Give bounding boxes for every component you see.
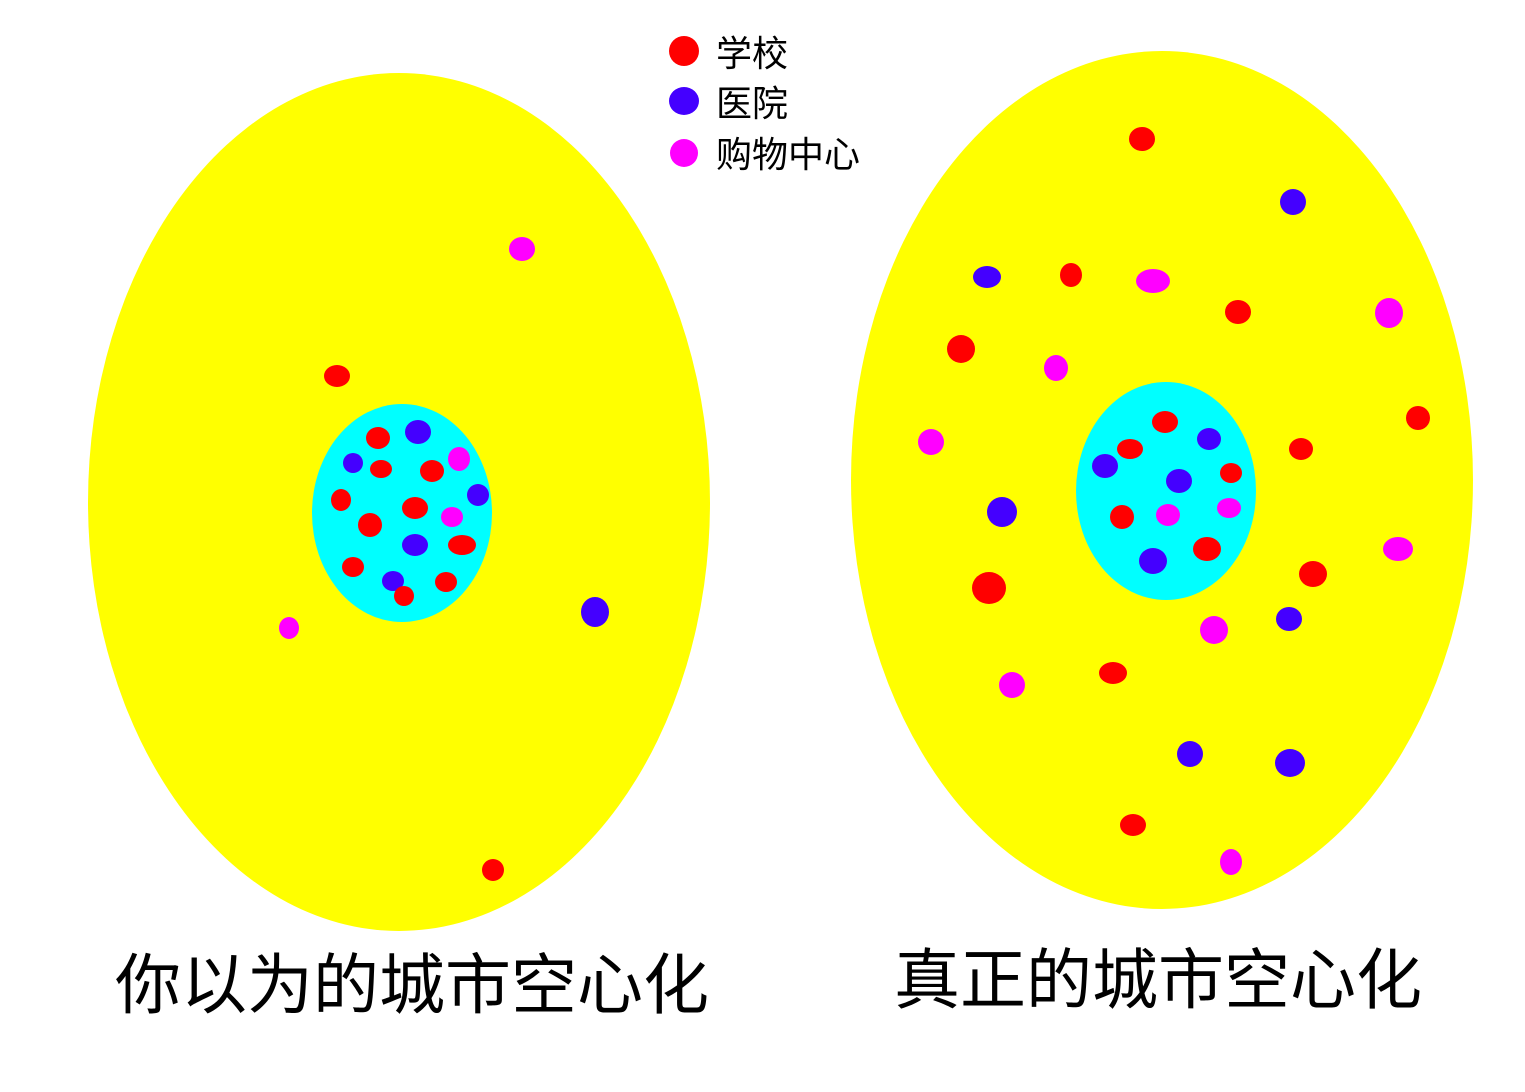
school-dot <box>420 460 444 482</box>
panel-real: 真正的城市空心化 <box>851 51 1473 1019</box>
hospital-dot <box>467 484 489 506</box>
mall-dot <box>441 507 463 527</box>
school-dot <box>1225 300 1251 324</box>
legend: 学校 医院 购物中心 <box>669 34 860 176</box>
caption-imagined: 你以为的城市空心化 <box>115 947 709 1024</box>
hospital-dot <box>1166 469 1192 493</box>
mall-dot <box>1375 298 1403 328</box>
mall-dot <box>1136 269 1170 293</box>
hospital-dot <box>1139 548 1167 574</box>
school-dot <box>1099 662 1127 684</box>
legend-item-mall: 购物中心 <box>670 135 860 176</box>
legend-school-label: 学校 <box>716 34 788 75</box>
school-dot <box>402 497 428 519</box>
hospital-dot <box>1275 749 1305 777</box>
hospital-dot <box>1092 454 1118 478</box>
school-dot <box>1117 439 1143 459</box>
legend-hospital-swatch <box>669 87 699 115</box>
legend-mall-swatch <box>670 139 698 167</box>
mall-dot <box>509 237 535 261</box>
hospital-dot <box>1197 428 1221 450</box>
legend-school-swatch <box>669 36 699 66</box>
hospital-dot <box>343 453 363 473</box>
legend-item-hospital: 医院 <box>669 84 788 125</box>
school-dot <box>1299 561 1327 587</box>
school-dot <box>1120 814 1146 836</box>
school-dot <box>1406 406 1430 430</box>
school-dot <box>358 513 382 537</box>
hospital-dot <box>973 266 1001 288</box>
school-dot <box>435 572 457 592</box>
school-dot <box>1060 263 1082 287</box>
mall-dot <box>1044 355 1068 381</box>
mall-dot <box>1220 849 1242 875</box>
mall-dot <box>448 447 470 471</box>
school-dot <box>1110 505 1134 529</box>
school-dot <box>394 586 414 606</box>
legend-mall-label: 购物中心 <box>716 135 860 176</box>
hospital-dot <box>1177 741 1203 767</box>
school-dot <box>324 365 350 387</box>
school-dot <box>972 572 1006 604</box>
school-dot <box>1152 411 1178 433</box>
school-dot <box>482 859 504 881</box>
hospital-dot <box>581 597 609 627</box>
caption-real: 真正的城市空心化 <box>894 942 1422 1019</box>
hospital-dot <box>405 420 431 444</box>
legend-item-school: 学校 <box>669 34 788 75</box>
mall-dot <box>999 672 1025 698</box>
mall-dot <box>1217 498 1241 518</box>
mall-dot <box>1383 537 1413 561</box>
hospital-dot <box>402 534 428 556</box>
hospital-dot <box>987 497 1017 527</box>
mall-dot <box>279 617 299 639</box>
school-dot <box>1193 537 1221 561</box>
school-dot <box>1220 463 1242 483</box>
facility-dots-imagined <box>279 237 609 881</box>
mall-dot <box>1156 504 1180 526</box>
legend-hospital-label: 医院 <box>716 84 788 125</box>
school-dot <box>1289 438 1313 460</box>
facility-dots-real <box>918 127 1430 875</box>
school-dot <box>947 335 975 363</box>
school-dot <box>370 460 392 478</box>
hospital-dot <box>1276 607 1302 631</box>
school-dot <box>448 535 476 555</box>
school-dot <box>366 427 390 449</box>
school-dot <box>342 557 364 577</box>
mall-dot <box>918 429 944 455</box>
hospital-dot <box>382 571 404 591</box>
school-dot <box>1129 127 1155 151</box>
hospital-dot <box>1280 189 1306 215</box>
school-dot <box>331 489 351 511</box>
panel-imagined: 你以为的城市空心化 <box>88 73 710 1024</box>
mall-dot <box>1200 616 1228 644</box>
